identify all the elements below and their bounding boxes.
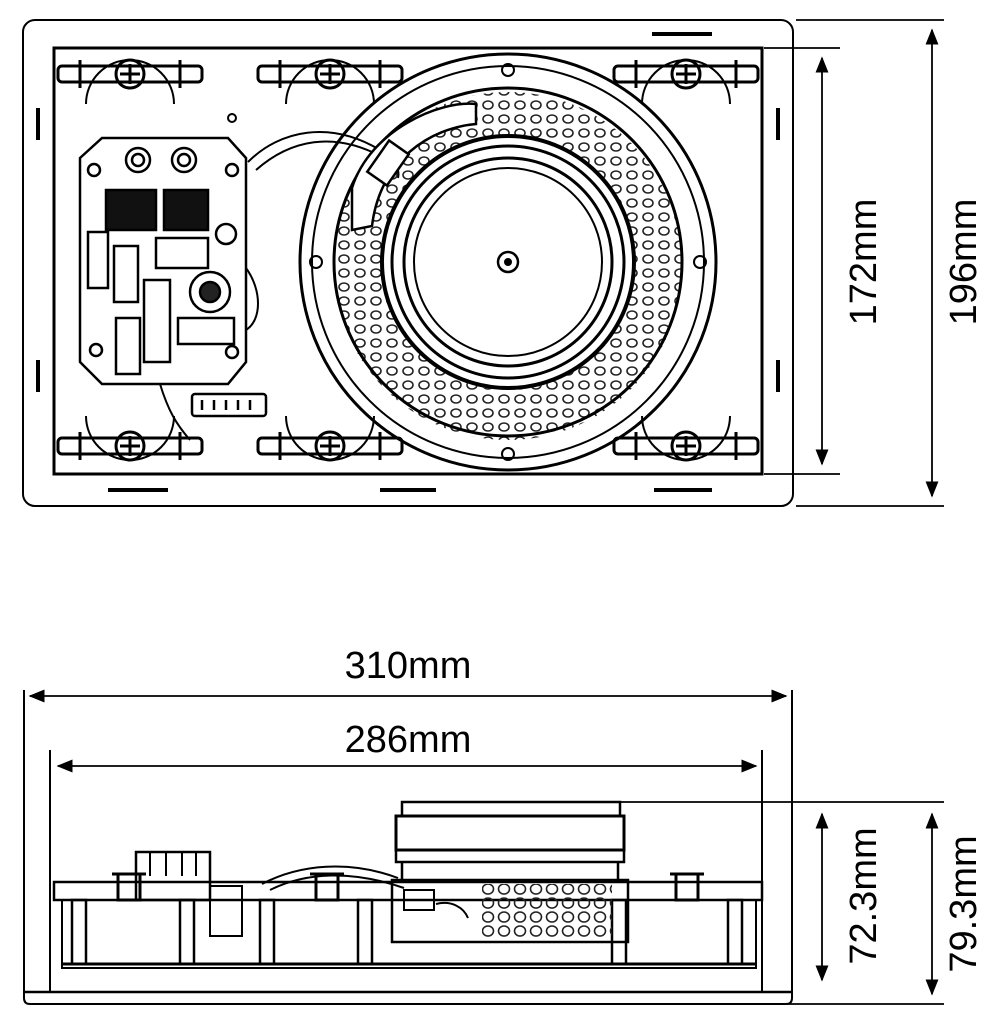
side-outer-width-label: 310mm bbox=[345, 645, 472, 687]
mounting-clamp-bottom-middle bbox=[256, 415, 404, 462]
front-dimension-lines bbox=[764, 19, 944, 507]
mounting-clamp-bottom-left bbox=[56, 415, 204, 462]
front-outer-height-label: 196mm bbox=[943, 199, 985, 326]
side-view bbox=[23, 690, 793, 1005]
mounting-clamp-top-middle bbox=[256, 58, 404, 105]
mounting-clamp-bottom-right bbox=[612, 415, 760, 462]
side-clamps bbox=[112, 872, 704, 902]
front-inner-height-label: 172mm bbox=[843, 199, 885, 326]
slot-marks bbox=[36, 32, 780, 492]
front-inner-plate bbox=[52, 46, 764, 476]
mounting-clamp-top-right bbox=[612, 58, 760, 105]
side-driver bbox=[390, 800, 630, 944]
crossover-board bbox=[78, 136, 268, 441]
side-bezel bbox=[23, 690, 793, 1005]
side-inner-depth-label: 72.3mm bbox=[843, 827, 885, 964]
front-outer-frame bbox=[22, 19, 794, 507]
side-dimension-lines bbox=[28, 689, 944, 1005]
side-crossover bbox=[134, 850, 212, 902]
side-inner-width-label: 286mm bbox=[345, 719, 472, 761]
mounting-clamp-top-left bbox=[56, 58, 204, 105]
side-outer-depth-label: 79.3mm bbox=[943, 835, 985, 972]
